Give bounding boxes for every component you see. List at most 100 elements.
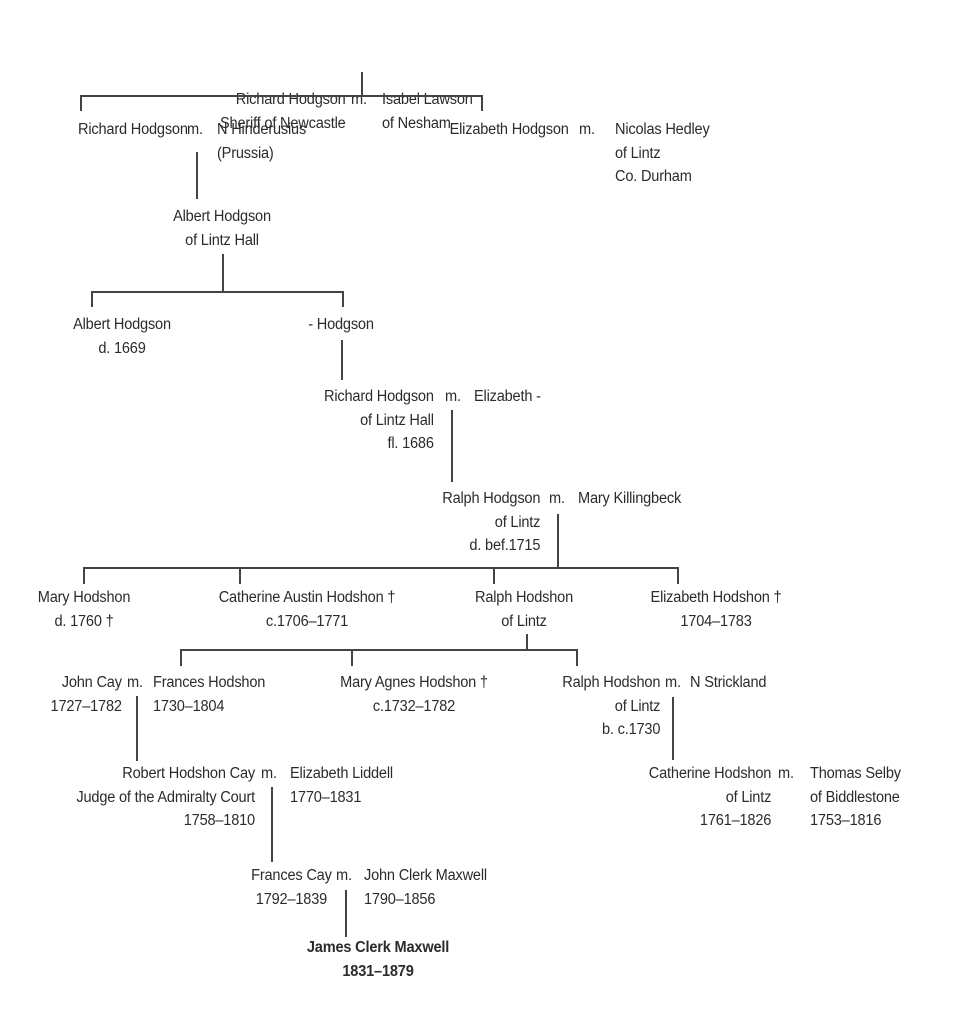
connector-line: [361, 72, 363, 96]
connector-line: [91, 291, 93, 307]
person-elizabeth-dash: Elizabeth -: [474, 385, 541, 409]
person-name: John Cay: [61, 674, 122, 691]
connector-line: [451, 410, 453, 482]
person-name: Albert Hodgson: [173, 208, 271, 225]
connector-line: [180, 649, 577, 651]
person-name: N Hinderusius: [217, 121, 307, 138]
person-name: Elizabeth Liddell: [290, 765, 393, 782]
person-nicolas-hedley: Nicolas Hedley of Lintz Co. Durham: [615, 118, 710, 189]
person-dash-hodgson: - Hodgson: [275, 313, 407, 337]
marriage-marker: m.: [261, 765, 277, 782]
person-name: Richard Hodgson: [324, 388, 434, 405]
person-name: Isabel Lawson: [382, 91, 473, 108]
person-name: Mary Hodshon: [37, 589, 131, 606]
person-detail: 1790–1856: [364, 890, 436, 908]
person-name: Mary Killingbeck: [578, 490, 682, 507]
connector-line: [136, 696, 138, 761]
person-name: Catherine Hodshon: [648, 765, 772, 782]
person-detail: c.1732–1782: [372, 697, 456, 715]
marriage-marker: m.: [127, 674, 143, 691]
person-name: Elizabeth -: [474, 388, 541, 405]
marriage-marker: m.: [351, 91, 367, 108]
person-n-hinderusius: N Hinderusius (Prussia): [217, 118, 306, 165]
connector-line: [196, 152, 198, 199]
person-detail: 1730–1804: [153, 697, 225, 715]
connector-line: [345, 890, 347, 937]
person-albert-hodgson-d1669: Albert Hodgson d. 1669: [28, 313, 216, 360]
connector-line: [526, 634, 528, 650]
person-detail: 1761–1826: [699, 812, 771, 829]
connector-line: [83, 567, 85, 584]
connector-line: [351, 649, 353, 666]
person-robert-hodshon-cay: Robert Hodshon Cay Judge of the Admiralt…: [76, 762, 255, 833]
person-john-cay: John Cay 1727–1782: [51, 671, 122, 718]
person-james-clerk-maxwell: James Clerk Maxwell 1831–1879: [284, 936, 472, 983]
person-detail: of Lintz: [494, 513, 541, 531]
marriage-marker: m.: [445, 388, 461, 405]
connector-line: [222, 254, 224, 292]
person-detail: Judge of the Admiralty Court: [76, 788, 255, 806]
person-john-clerk-maxwell: John Clerk Maxwell 1790–1856: [364, 864, 487, 911]
person-frances-cay: Frances Cay 1792–1839: [251, 864, 332, 911]
connector-line: [557, 514, 559, 568]
person-mary-agnes-hodshon: Mary Agnes Hodshon † c.1732–1782: [311, 671, 518, 718]
person-detail: of Lintz Hall: [185, 231, 259, 249]
person-name: Frances Hodshon: [153, 674, 266, 691]
person-detail: 1831–1879: [342, 962, 414, 980]
person-name: Robert Hodshon Cay: [122, 765, 255, 782]
connector-line: [180, 649, 182, 666]
connector-line: [80, 95, 482, 97]
person-detail: of Lintz: [614, 697, 661, 715]
connector-line: [83, 567, 678, 569]
person-detail: fl. 1686: [387, 435, 434, 452]
person-detail: d. 1760 †: [54, 612, 114, 630]
connector-line: [342, 291, 344, 307]
marriage-marker: m.: [187, 121, 203, 138]
person-richard-hodgson-fl1686: Richard Hodgson of Lintz Hall fl. 1686: [324, 385, 434, 456]
person-detail: of Nesham: [382, 114, 451, 132]
person-ralph-hodgson: Ralph Hodgson of Lintz d. bef.1715: [442, 487, 540, 558]
person-detail: 1770–1831: [290, 788, 362, 806]
person-name: Richard Hodgson: [236, 91, 346, 108]
connector-line: [677, 567, 679, 584]
person-detail: b. c.1730: [601, 721, 660, 738]
connector-line: [80, 95, 82, 111]
person-detail: of Lintz: [725, 788, 772, 806]
person-name: John Clerk Maxwell: [364, 867, 487, 884]
person-detail: of Lintz: [615, 144, 661, 162]
person-name: Frances Cay: [251, 867, 332, 884]
person-name: Albert Hodgson: [73, 316, 171, 333]
person-richard-hodgson-2: Richard Hodgson: [78, 118, 188, 142]
person-detail: d. bef.1715: [469, 537, 540, 554]
person-detail: 1758–1810: [183, 812, 255, 829]
person-name: Ralph Hodshon: [561, 674, 660, 691]
person-elizabeth-hodshon: Elizabeth Hodshon † 1704–1783: [631, 586, 800, 633]
person-albert-hodgson-lintz-hall: Albert Hodgson of Lintz Hall: [128, 205, 316, 252]
marriage-marker: m.: [778, 765, 794, 782]
person-detail: 1727–1782: [50, 697, 122, 715]
person-detail: Co. Durham: [615, 168, 692, 185]
marriage-marker: m.: [336, 867, 352, 884]
person-name: Nicolas Hedley: [615, 121, 710, 138]
person-name: Thomas Selby: [810, 765, 901, 782]
person-name: N Strickland: [690, 674, 767, 691]
person-name: Mary Agnes Hodshon †: [340, 674, 488, 691]
person-name: Catherine Austin Hodshon †: [218, 589, 396, 606]
connector-line: [91, 291, 343, 293]
person-name: Ralph Hodgson: [441, 490, 540, 507]
marriage-marker: m.: [665, 674, 681, 691]
person-elizabeth-liddell: Elizabeth Liddell 1770–1831: [290, 762, 393, 809]
person-frances-hodshon: Frances Hodshon 1730–1804: [153, 671, 265, 718]
person-detail: of Lintz Hall: [360, 411, 434, 429]
connector-line: [271, 787, 273, 862]
person-detail: 1704–1783: [680, 612, 752, 630]
person-catherine-hodshon: Catherine Hodshon of Lintz 1761–1826: [648, 762, 772, 833]
person-name: James Clerk Maxwell: [306, 939, 450, 956]
person-detail: of Lintz: [501, 612, 547, 630]
connector-line: [493, 567, 495, 584]
marriage-marker: m.: [549, 490, 565, 507]
connector-line: [672, 697, 674, 760]
connector-line: [239, 567, 241, 584]
connector-line: [481, 95, 483, 111]
